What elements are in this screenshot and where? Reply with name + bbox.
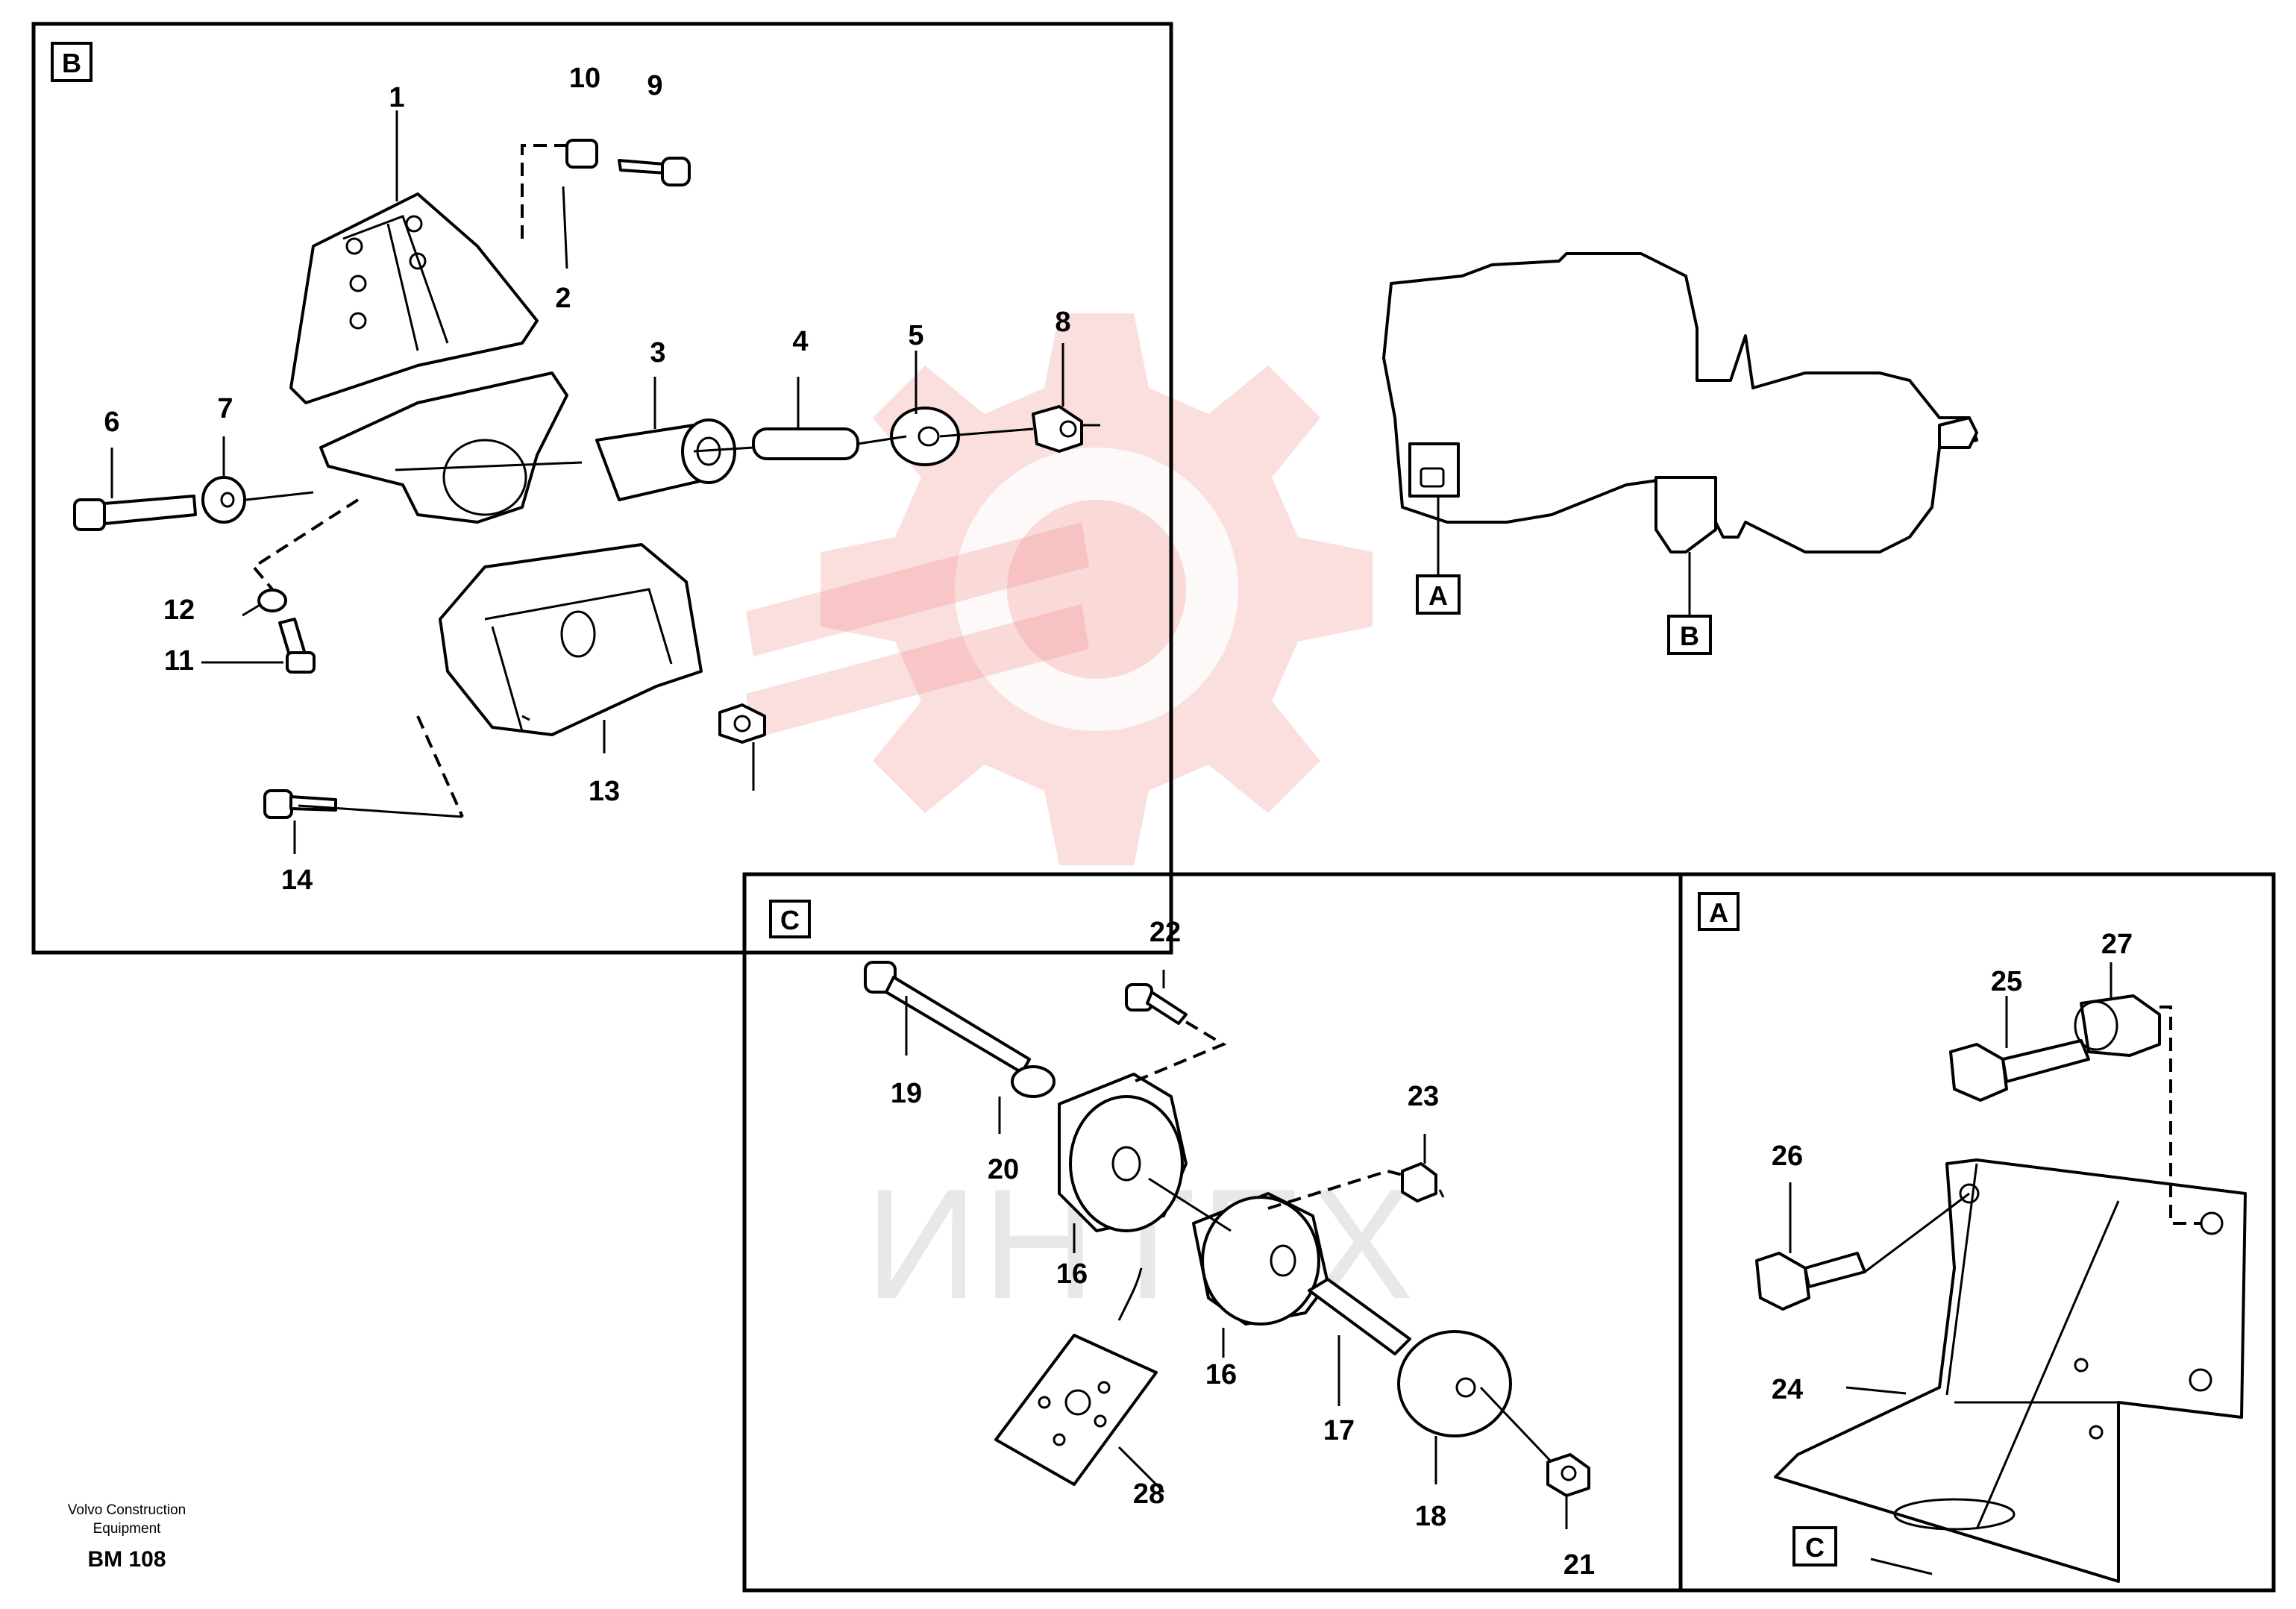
- bracket-part-24: [1774, 1158, 2247, 1583]
- sleeve-part-4: [752, 427, 859, 460]
- overview-label-b: B: [1680, 621, 1699, 651]
- callout-8: 8: [1055, 307, 1070, 338]
- callout-20: 20: [988, 1154, 1019, 1185]
- watermark-gear-logo: [746, 313, 1373, 865]
- engine-transmission-overview: [1382, 252, 1978, 553]
- panel-a-tag: [1698, 892, 1740, 931]
- bolt-part-6: [73, 495, 197, 531]
- panel-c-label: C: [780, 905, 800, 935]
- nut-loose: [718, 703, 766, 744]
- bolt-part-26: [1755, 1252, 1866, 1311]
- rubber-bushing-part-3: [595, 418, 736, 501]
- callout-12: 12: [163, 595, 195, 626]
- callout-25: 25: [1991, 966, 2022, 997]
- callout-24: 24: [1772, 1374, 1803, 1405]
- callout-21: 21: [1563, 1549, 1595, 1581]
- footer-company-line2: Equipment: [93, 1521, 162, 1537]
- callout-16-upper: 16: [1056, 1258, 1088, 1290]
- panel-a-tag-c: [1792, 1526, 1837, 1566]
- callout-1: 1: [389, 82, 404, 113]
- callout-9: 9: [647, 70, 662, 101]
- panel-b-label: B: [62, 48, 81, 78]
- callout-23: 23: [1408, 1081, 1439, 1112]
- bolt-part-11: [278, 618, 316, 674]
- sleeve-part-17: [1308, 1278, 1411, 1355]
- bolt-part-25: [1949, 1039, 2090, 1102]
- callout-10: 10: [569, 63, 600, 94]
- callout-22: 22: [1149, 917, 1181, 948]
- callout-11: 11: [164, 645, 194, 677]
- callout-6: 6: [104, 407, 119, 438]
- nut-part-23: [1401, 1162, 1437, 1202]
- washer-part-5: [890, 407, 960, 466]
- callout-26: 26: [1772, 1141, 1803, 1172]
- callout-3: 3: [650, 337, 665, 368]
- panel-b-frame: [31, 22, 1173, 955]
- rubber-mount-part-16b: [1192, 1192, 1329, 1326]
- shim-plate-part-28: [994, 1334, 1158, 1486]
- bolt-part-14: [263, 789, 337, 819]
- washer-part-12: [257, 589, 287, 612]
- panel-a-frame: [1678, 872, 2276, 1593]
- callout-17: 17: [1323, 1415, 1355, 1446]
- callout-18: 18: [1415, 1501, 1446, 1532]
- panel-a-callout-c: C: [1805, 1532, 1825, 1563]
- callout-28: 28: [1133, 1478, 1164, 1510]
- bolt-part-9: [618, 157, 691, 186]
- callout-2: 2: [555, 283, 571, 314]
- overview-tag-b: [1667, 615, 1712, 655]
- washer-part-7: [201, 476, 246, 524]
- callout-16-lower: 16: [1205, 1359, 1237, 1390]
- panel-c-tag: [769, 900, 811, 938]
- spacer-part-27: [2074, 994, 2161, 1057]
- rubber-mount-part-16a: [1058, 1073, 1188, 1232]
- bracket-part-1: [289, 192, 539, 404]
- bolt-part-22: [1125, 983, 1188, 1025]
- spacer-part-10: [565, 139, 598, 169]
- callout-13: 13: [589, 776, 620, 807]
- callout-14: 14: [281, 865, 313, 896]
- washer-part-20: [1011, 1065, 1056, 1098]
- footer-company-line1: Volvo Construction: [68, 1502, 186, 1518]
- callout-4: 4: [792, 326, 808, 357]
- bolt-part-19: [864, 961, 1031, 1074]
- callout-5: 5: [908, 320, 923, 351]
- footer-code: BM 108: [87, 1547, 166, 1572]
- overview-label-a: A: [1428, 580, 1448, 611]
- panel-b-tag: [51, 42, 92, 82]
- bracket-part-2: [319, 371, 568, 524]
- rubber-pad-part-18: [1397, 1330, 1512, 1437]
- mount-part-13: [439, 543, 703, 736]
- callout-7: 7: [217, 393, 233, 424]
- callout-27: 27: [2101, 929, 2133, 960]
- nut-part-21: [1546, 1453, 1590, 1497]
- overview-tag-a: [1416, 574, 1461, 615]
- callout-19: 19: [891, 1078, 922, 1109]
- nut-part-8: [1032, 405, 1083, 453]
- panel-a-label: A: [1709, 897, 1728, 928]
